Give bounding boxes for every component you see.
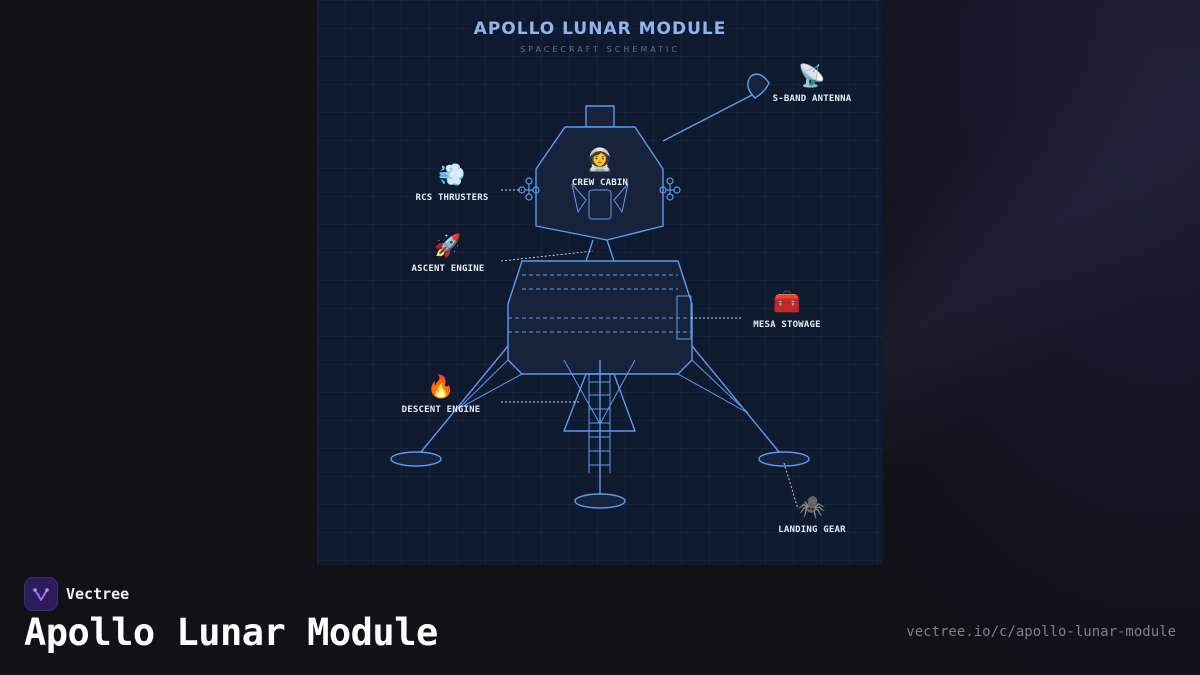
antenna-dish [747,73,770,99]
landing-leg-left [415,345,509,459]
toolbox-icon: 🧰 [773,290,801,315]
leader-ascent [500,250,594,262]
landing-leg-right [691,345,785,459]
rcs-quad-left [518,177,540,201]
footpad-right [758,451,810,467]
vectree-logo-icon [24,577,58,611]
landing-gear-label: LANDING GEAR [778,525,846,535]
diagram-panel: APOLLO LUNAR MODULE SPACECRAFT SCHEMATIC [317,0,883,565]
descent-engine-callout[interactable]: 🔥 DESCENT ENGINE [381,375,501,415]
antenna-boom [662,94,753,142]
rcs-thrusters-callout[interactable]: 💨 RCS THRUSTERS [392,163,512,203]
mesa-stowage-callout[interactable]: 🧰 MESA STOWAGE [727,290,847,330]
diagram-title: APOLLO LUNAR MODULE [473,19,727,39]
s-band-antenna-label: S-BAND ANTENNA [772,94,852,104]
page-url[interactable]: vectree.io/c/apollo-lunar-module [906,624,1176,640]
brand-name: Vectree [66,585,130,603]
brand[interactable]: Vectree [24,577,129,611]
lunar-module-schematic [390,73,810,510]
docking-tunnel [585,105,615,128]
descent-stage-body [507,260,693,375]
diagram-subtitle: SPACECRAFT SCHEMATIC [520,45,680,54]
astronaut-icon: 👩‍🚀 [586,148,614,173]
satellite-antenna-icon: 📡 [798,64,826,89]
rcs-thrusters-label: RCS THRUSTERS [415,193,489,203]
ladder [588,374,611,473]
ascent-engine-label: ASCENT ENGINE [411,264,485,274]
cabin-hatch [588,189,612,220]
crew-cabin-label: CREW CABIN [571,178,629,188]
leader-landing-gear [783,462,799,510]
mesa-compartment [676,295,692,340]
footpad-left [390,451,442,467]
page-title: Apollo Lunar Module [24,611,438,654]
rocket-icon: 🚀 [434,234,462,259]
cabin-window-right [613,183,629,213]
stage-interface [585,239,615,262]
s-band-antenna-callout[interactable]: 📡 S-BAND ANTENNA [752,64,872,104]
descent-engine-bell [563,373,636,432]
spider-icon: 🕷️ [798,495,826,520]
cabin-window-left [571,183,587,213]
rcs-quad-right [659,177,681,201]
footpad-front [574,493,626,509]
ascent-stage-cabin [535,126,664,241]
crew-cabin-callout[interactable]: 👩‍🚀 CREW CABIN [540,148,660,188]
ascent-engine-callout[interactable]: 🚀 ASCENT ENGINE [388,234,508,274]
mesa-stowage-label: MESA STOWAGE [753,320,821,330]
fire-icon: 🔥 [427,375,455,400]
descent-engine-label: DESCENT ENGINE [401,405,481,415]
landing-gear-callout[interactable]: 🕷️ LANDING GEAR [752,495,872,535]
dash-wind-icon: 💨 [438,163,466,188]
